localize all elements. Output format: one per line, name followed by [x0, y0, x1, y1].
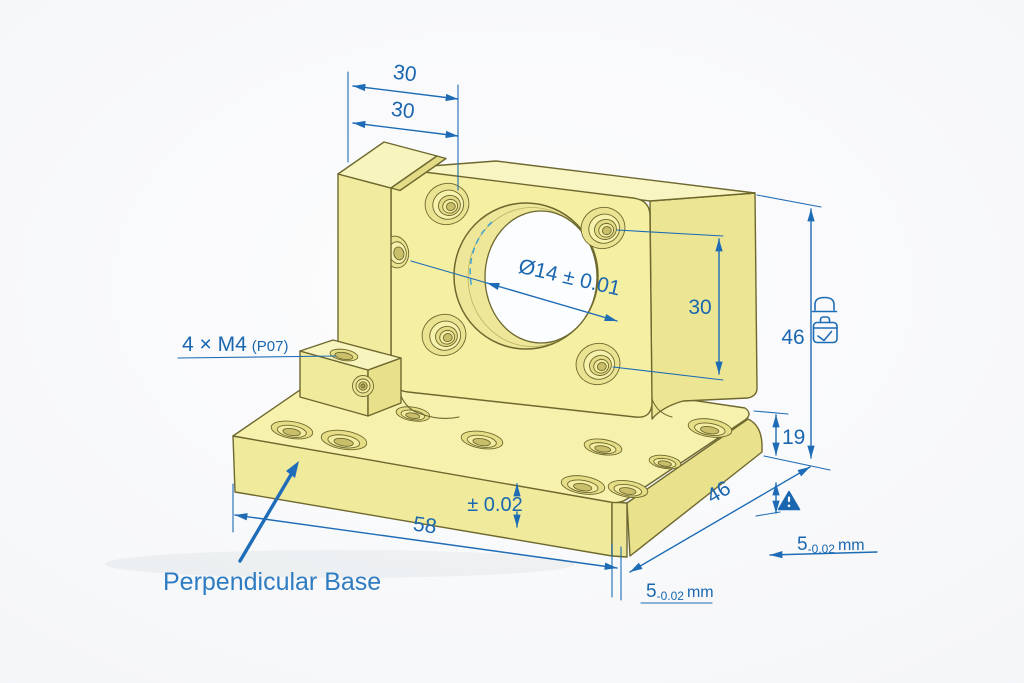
foot-fillet: [400, 395, 422, 415]
dimension-line: [629, 466, 811, 573]
dimension-line: [234, 513, 618, 570]
dim-label-overall-height: 46: [781, 326, 804, 349]
counterbore-hole: [648, 454, 682, 470]
extension-line: [756, 194, 822, 208]
counterbore-hole: [460, 430, 504, 450]
thread-note-ref: (P07): [252, 338, 289, 355]
bore-centerline: [469, 221, 493, 289]
base-corner-face: [611, 501, 628, 558]
dimension-line: [352, 120, 459, 139]
part-name-label: Perpendicular Base: [163, 568, 381, 596]
plate-right-face: [649, 192, 758, 420]
thickness-unit: mm: [687, 584, 714, 601]
note-thread: 4 × M4 (P07): [177, 333, 337, 359]
dim-label-hole-spacing: 30: [688, 296, 711, 319]
toolbox-icon: [812, 316, 838, 344]
annotation-icons: [811, 296, 838, 344]
extension-tick: [755, 511, 781, 517]
tapped-hole: [575, 342, 621, 386]
thickness-unit: mm: [838, 537, 865, 554]
thickness-value: 5: [646, 581, 657, 602]
leader-line: [769, 551, 878, 559]
dim-base-thickness: [755, 482, 801, 517]
arm-front-face: [337, 173, 392, 364]
dim-base-length: 58: [232, 483, 622, 601]
clamp-arm: [337, 141, 447, 364]
dim-label-parallelism: ± 0.02: [467, 494, 522, 516]
clamp-profile-icon: [814, 296, 835, 311]
dimension-line: [486, 282, 618, 322]
clamp-foot: [299, 339, 460, 420]
thickness-value: 5: [797, 534, 808, 555]
dim-overall-height: 46: [756, 194, 831, 471]
extension-line: [763, 455, 831, 471]
plate-base-fillet: [651, 398, 673, 418]
callout-arrowhead: [286, 461, 299, 478]
base-kerf-line: [420, 413, 460, 420]
counterbore-hole: [560, 475, 606, 495]
thickness-tolerance: -0.02: [657, 589, 685, 603]
counterbore-hole: [687, 418, 733, 438]
dim-top-widths: 30 30: [347, 61, 459, 191]
dim-hole-spacing: 30: [612, 229, 724, 381]
dim-label-top-width-upper: 30: [392, 61, 418, 87]
clamp-slit: [390, 155, 447, 192]
counterbore-hole: [270, 420, 314, 440]
leader-line: [177, 355, 337, 359]
extension-line: [753, 410, 789, 415]
tapped-hole: [421, 313, 467, 357]
clamp-screw-hole: [352, 375, 374, 397]
dim-label-top-width-lower: 30: [390, 98, 416, 124]
counterbore-hole: [320, 429, 368, 451]
dim-parallelism: ± 0.02: [467, 483, 523, 528]
base-holes: [270, 406, 733, 498]
dimension-line: [352, 83, 459, 102]
extension-line: [612, 366, 724, 381]
foot-tapped-hole: [329, 348, 359, 362]
extension-line: [410, 260, 488, 284]
extension-line: [616, 229, 724, 237]
dim-base-height: 19: [753, 410, 805, 456]
thread-note-main: 4 × M4: [182, 333, 247, 356]
callout-arrow-shaft: [238, 471, 294, 563]
warning-triangle-icon: [777, 490, 801, 511]
counterbore-hole: [583, 438, 623, 456]
thread-note: 4 × M4 (P07): [182, 333, 288, 356]
dim-label-base-length: 58: [412, 513, 438, 539]
tapped-hole: [424, 182, 470, 226]
tapped-hole: [580, 206, 626, 250]
face-tapped-holes: [421, 182, 626, 386]
dim-label-base-height: 19: [782, 426, 805, 449]
part-callout: Perpendicular Base: [163, 461, 381, 596]
thickness-tolerance: -0.02: [808, 542, 836, 556]
